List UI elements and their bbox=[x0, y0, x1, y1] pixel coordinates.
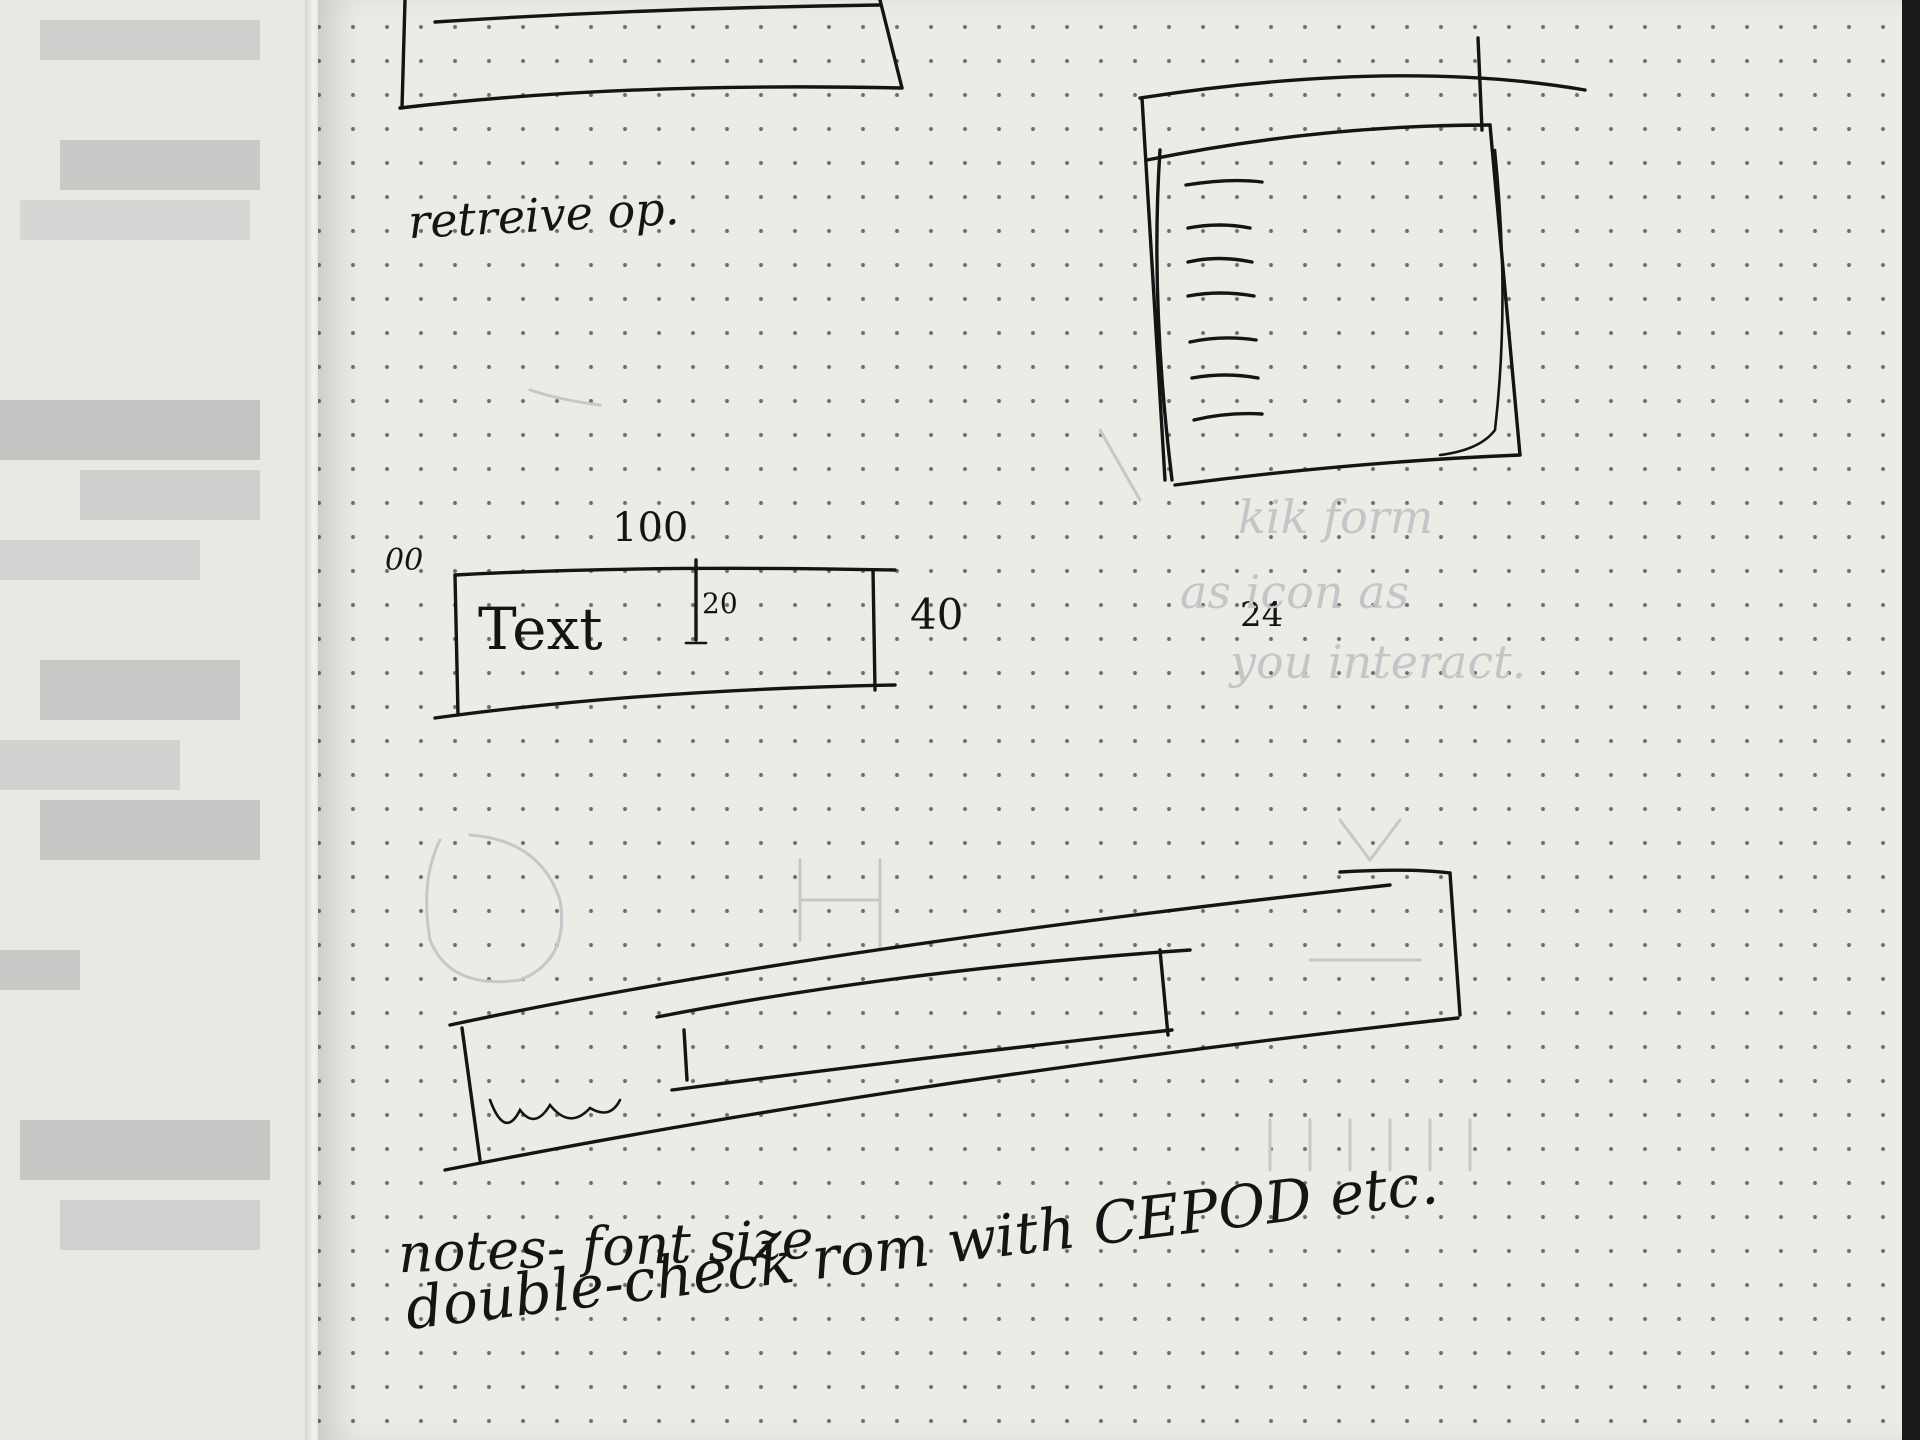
page-edge-shadow bbox=[1902, 0, 1920, 1440]
dimension-height-label: 40 bbox=[910, 590, 964, 639]
ghost-line-2: as icon as bbox=[1180, 565, 1410, 619]
ghost-bleedthrough bbox=[425, 388, 1472, 1172]
blurred-facing-page bbox=[0, 0, 320, 1440]
dimension-inner-label: 20 bbox=[702, 587, 738, 620]
ghost-line-1: kik form bbox=[1238, 490, 1434, 544]
dimension-origin-label: 00 bbox=[385, 543, 424, 578]
top-rectangle-sketch bbox=[398, 0, 904, 110]
dimension-width-label: 100 bbox=[612, 505, 689, 551]
ghost-line-3: you interact. bbox=[1230, 635, 1527, 689]
window-sketch bbox=[1138, 36, 1587, 487]
dimension-box-sketch bbox=[433, 558, 897, 720]
dotted-notebook-page bbox=[318, 0, 1903, 1440]
input-bar-sketch bbox=[443, 868, 1462, 1172]
dimension-icon-label: 24 bbox=[1240, 595, 1284, 635]
dimension-text-label: Text bbox=[478, 595, 603, 663]
